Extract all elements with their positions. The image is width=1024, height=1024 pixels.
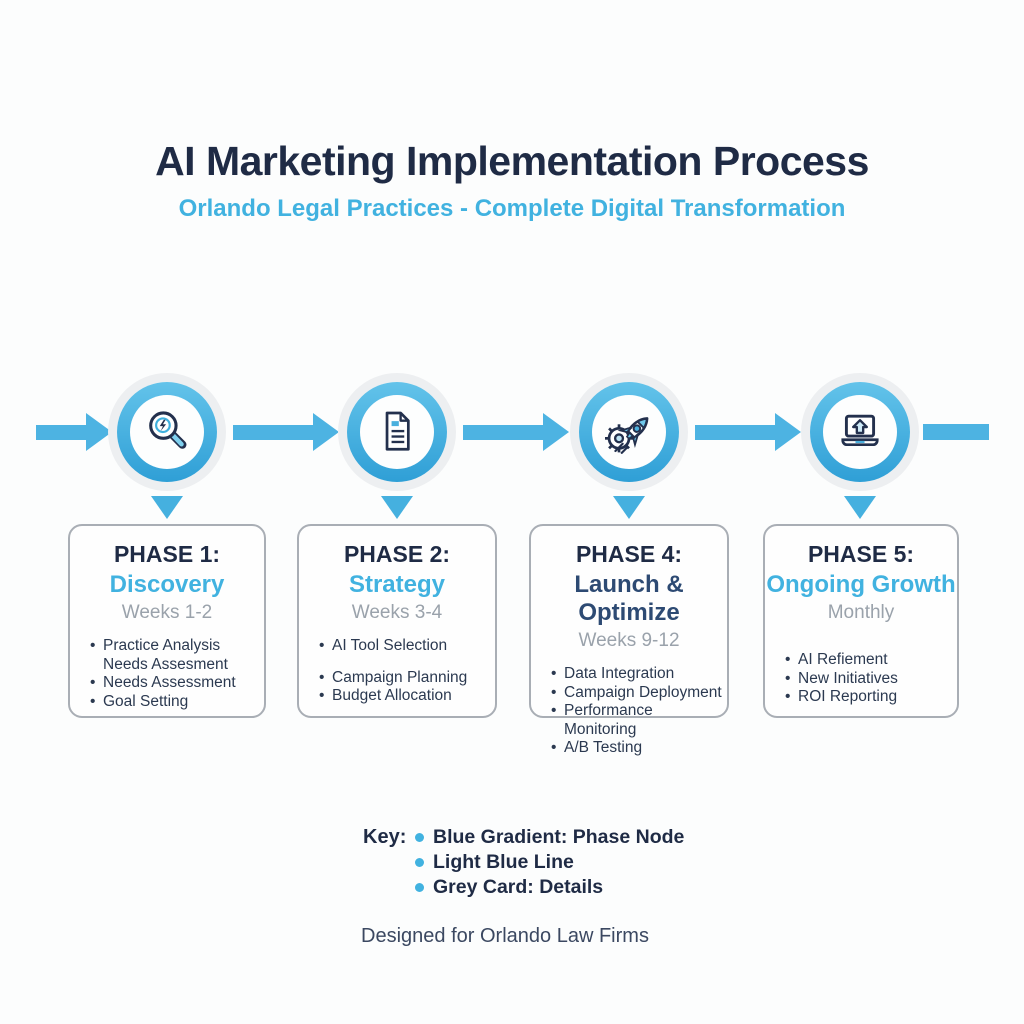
phase-item: Practice Analysis [90,637,264,656]
legend-dot-icon [415,858,424,867]
phase-period: Weeks 3-4 [351,602,443,623]
legend-dot-icon [415,883,424,892]
phase-item: New Initiatives [785,670,957,689]
legend-text: Grey Card: Details [433,876,604,898]
timeline-arrow-lead-head [86,413,112,451]
phase-item: Needs Assesment [103,655,228,673]
rocket-gear-icon [604,417,649,454]
phase-item: Needs Assessment [90,674,264,693]
phase-name: Launch & Optimize [574,571,684,626]
phase-node-launch [579,382,679,482]
page-subtitle: Orlando Legal Practices - Complete Digit… [178,195,846,222]
phase-item: AI Tool Selection [319,637,495,656]
phase-item: A/B Testing [551,739,727,758]
phase-card-strategy: PHASE 2: Strategy Weeks 3-4 AI Tool Sele… [297,524,497,718]
phase-item: Data Integration [551,665,727,684]
phase-item-list: AI Tool Selection Campaign Planning Budg… [299,637,495,706]
search-analytics-icon [149,411,187,449]
phase-label: PHASE 5: [807,541,915,567]
connector-triangle-2 [381,496,413,519]
phase-item-list: Practice Analysis Needs Assesment Needs … [70,637,264,711]
timeline-arrow-2-head [543,413,569,451]
phase-node-discovery [117,382,217,482]
phase-node-strategy [347,382,447,482]
legend-text: Blue Gradient: Phase Node [433,826,685,848]
page-title: AI Marketing Implementation Process [155,138,869,184]
phase-name: Strategy [348,571,446,598]
timeline-arrow-1-shaft [233,425,315,440]
phase-name: Ongoing Growth [766,571,956,598]
phase-item: Goal Setting [90,693,264,712]
footer-note: Designed for Orlando Law Firms [361,925,649,947]
phase-period: Weeks 9-12 [578,630,680,651]
phase-period: Weeks 1-2 [121,602,213,623]
legend-row: Blue Gradient: Phase Node [415,825,684,850]
timeline-arrow-1-head [313,413,339,451]
phase-item: Campaign Deployment [551,684,727,703]
phase-card-discovery: PHASE 1: Discovery Weeks 1-2 Practice An… [68,524,266,718]
phase-label: PHASE 2: [343,541,451,567]
timeline-arrow-3-shaft [695,425,777,440]
phase-item-list: AI Refiement New Initiatives ROI Reporti… [765,651,957,707]
timeline-arrow-3-head [775,413,801,451]
legend-text: Light Blue Line [433,851,574,873]
legend-dot-icon [415,833,424,842]
phase-item-list: Data Integration Campaign Deployment Per… [531,665,727,758]
document-icon [385,411,410,451]
connector-triangle-3 [613,496,645,519]
phase-label: PHASE 1: [113,541,221,567]
timeline-arrow-2-shaft [463,425,545,440]
phase-item: Performance Monitoring [551,702,727,739]
phase-item: AI Refiement [785,651,957,670]
legend-row: Light Blue Line [415,850,684,875]
phase-label: PHASE 4: [575,541,683,567]
legend-label: Key: [363,826,407,848]
timeline-arrow-lead-shaft [36,425,88,440]
phase-item: Campaign Planning [319,669,495,688]
legend-row: Grey Card: Details [415,875,684,900]
phase-item: ROI Reporting [785,688,957,707]
phase-period: Monthly [827,602,895,623]
legend: Key: Blue Gradient: Phase Node Light Blu… [363,825,684,900]
phase-card-launch-optimize: PHASE 4: Launch & Optimize Weeks 9-12 Da… [529,524,729,757]
phase-node-growth [810,382,910,482]
laptop-upload-icon [841,414,879,447]
phase-name: Discovery [109,571,225,598]
timeline-arrow-tail-bar [923,424,989,440]
phase-card-ongoing-growth: PHASE 5: Ongoing Growth Monthly AI Refie… [763,524,959,718]
connector-triangle-4 [844,496,876,519]
connector-triangle-1 [151,496,183,519]
phase-item: Budget Allocation [319,687,495,706]
